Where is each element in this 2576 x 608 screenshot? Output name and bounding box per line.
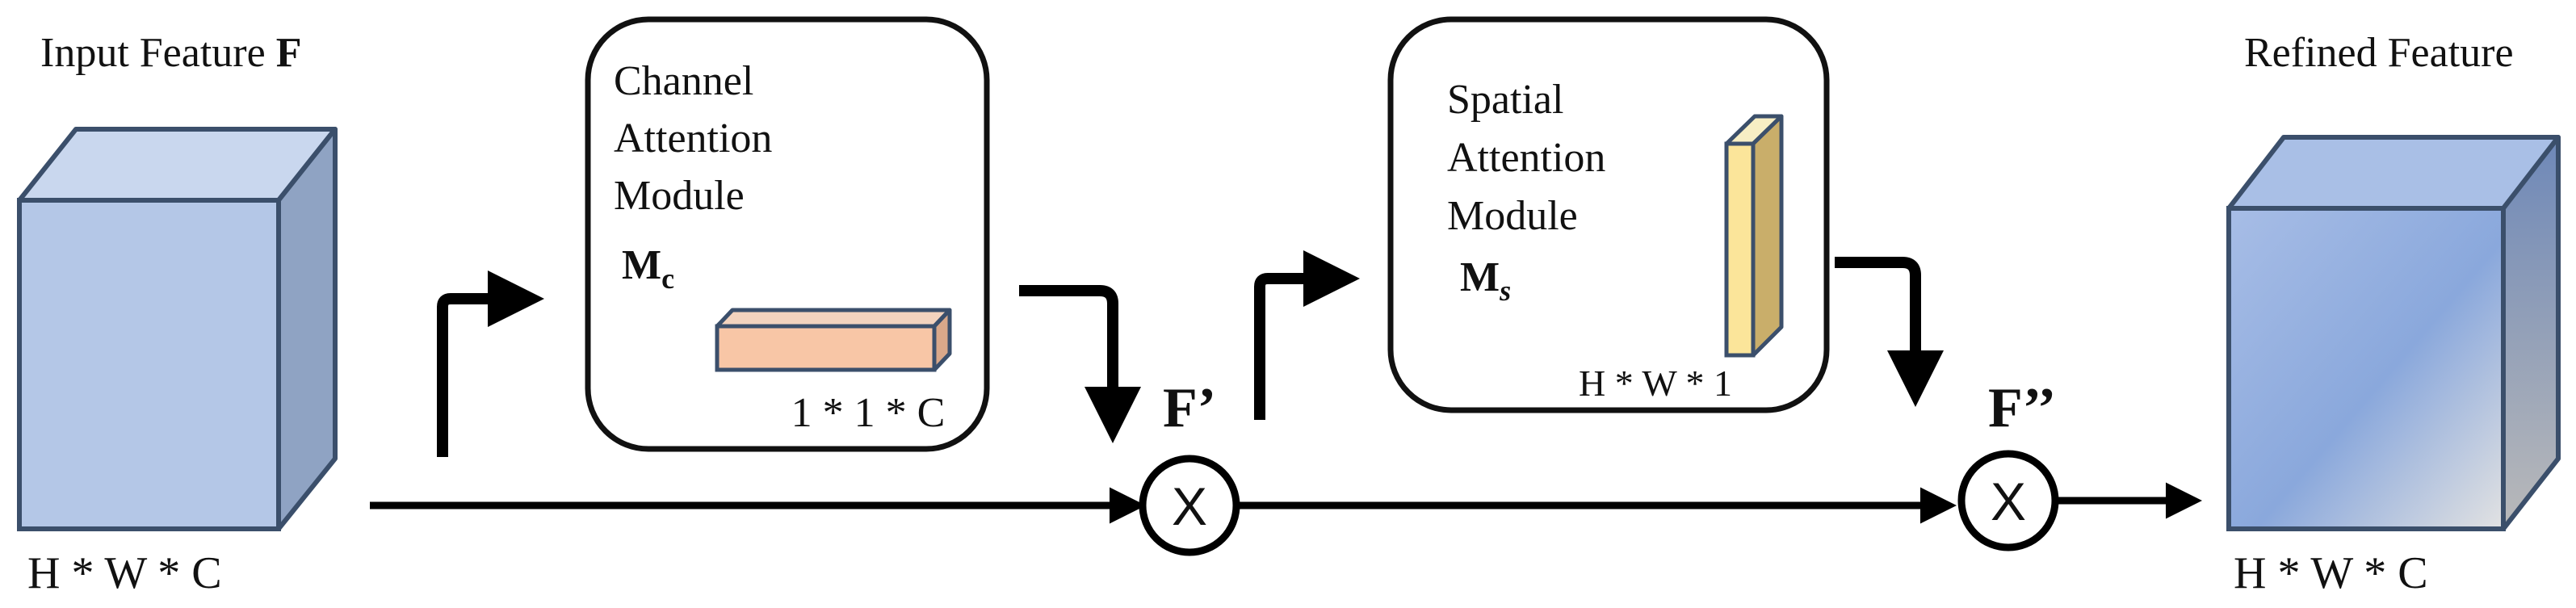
spatial-dims-label: H * W * 1 xyxy=(1579,363,1732,404)
input-feature-cube xyxy=(17,127,338,531)
refined-feature-cube xyxy=(2226,135,2561,531)
input-feature-title: Input Feature F xyxy=(40,30,301,76)
f-prime-label: F’ xyxy=(1163,377,1216,439)
f-double-prime-label: F’’ xyxy=(1988,377,2056,439)
refined-dims-label: H * W * C xyxy=(2234,548,2428,598)
refined-feature-title: Refined Feature xyxy=(2244,30,2514,76)
svg-text:X: X xyxy=(1172,476,1207,536)
spatial-module-line-2: Attention xyxy=(1447,135,1605,181)
channel-dims-label: 1 * 1 * C xyxy=(791,390,946,436)
multiply-operator-2: X xyxy=(1957,450,2059,551)
multiply-operator-1: X xyxy=(1139,455,1240,556)
spatial-branch-arrow xyxy=(1254,250,1360,420)
spatial-module-line-3: Module xyxy=(1447,193,1578,239)
input-dims-label: H * W * C xyxy=(27,548,222,598)
spatial-module-symbol: Ms xyxy=(1460,254,1511,307)
channel-module-symbol: Mc xyxy=(622,242,674,295)
spatial-attention-module xyxy=(1387,16,1830,413)
channel-module-line-2: Attention xyxy=(614,115,772,161)
spatial-attention-map xyxy=(1724,114,1784,358)
channel-module-line-1: Channel xyxy=(614,58,753,104)
channel-attention-map xyxy=(715,308,952,372)
channel-module-line-3: Module xyxy=(614,173,745,219)
spatial-module-line-1: Spatial xyxy=(1447,77,1563,123)
channel-output-arrow xyxy=(1019,285,1141,443)
spatial-output-arrow xyxy=(1835,257,1944,407)
channel-branch-arrow xyxy=(437,270,544,457)
svg-text:X: X xyxy=(1991,472,2026,531)
